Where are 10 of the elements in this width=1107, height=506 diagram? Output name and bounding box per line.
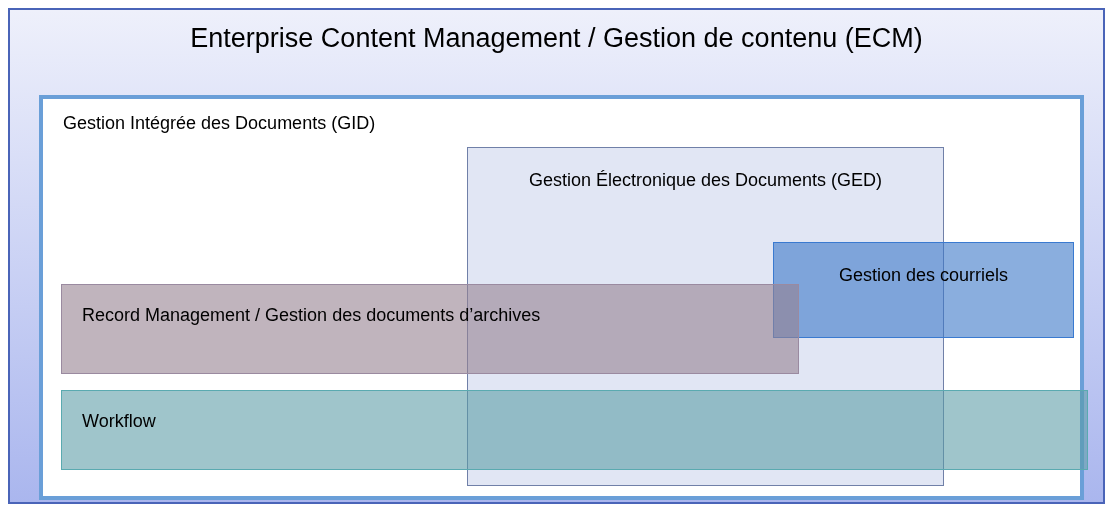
outer-panel [8,8,1105,504]
area-title: Gestion Intégrée des Documents (GID) [63,112,376,135]
area-title: Gestion des courriels [838,264,1009,287]
area-box [773,242,1074,338]
area-title: Gestion Électronique des Documents (GED) [528,169,883,192]
area-title: Workflow [82,410,156,433]
area-title: Record Management / Gestion des documents d’archives [82,304,541,327]
area-box [61,390,1088,470]
area-title: Enterprise Content Management / Gestion de contenu (ECM) [190,22,923,55]
area-box [61,284,799,374]
